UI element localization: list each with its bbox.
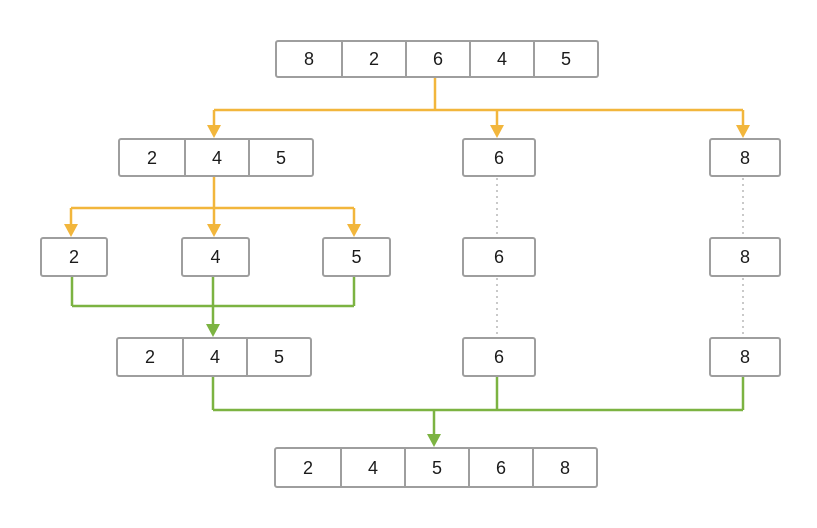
array-cell: 8: [739, 147, 750, 168]
merge-arrowhead-icon: [206, 324, 220, 337]
array-node-leaf-8: 8: [709, 237, 781, 277]
array-cell: 2: [144, 347, 155, 367]
array-cell: 2: [341, 42, 405, 76]
split-arrowhead-icon: [207, 125, 221, 138]
array-cell: 4: [340, 449, 404, 486]
array-node-leaf-5: 5: [322, 237, 391, 277]
array-cell: 4: [469, 42, 533, 76]
array-cell: 6: [493, 347, 504, 367]
array-cell: 2: [302, 457, 313, 478]
array-cell: 6: [468, 449, 532, 486]
array-cell: 5: [533, 42, 597, 76]
array-cell: 4: [184, 140, 248, 175]
split-arrowhead-icon: [736, 125, 750, 138]
array-cell: 2: [146, 147, 157, 168]
array-node-partition-mid: 6: [462, 138, 536, 177]
array-cell: 5: [246, 339, 310, 375]
array-cell: 6: [493, 147, 504, 168]
array-node-partition-right: 8: [709, 138, 781, 177]
array-cell: 5: [248, 140, 312, 175]
split-arrowhead-icon: [207, 224, 221, 237]
array-cell: 8: [739, 347, 750, 367]
array-node-leaf-2: 2: [40, 237, 108, 277]
array-node-leaf-4: 4: [181, 237, 250, 277]
array-cell: 4: [210, 247, 221, 267]
array-cell: 8: [532, 449, 596, 486]
array-cell: 6: [493, 247, 504, 267]
array-cell: 8: [739, 247, 750, 267]
split-arrowhead-icon: [347, 224, 361, 237]
merge-arrowhead-icon: [427, 434, 441, 447]
array-cell: 2: [68, 247, 79, 267]
array-node-leaf-6: 6: [462, 237, 536, 277]
array-cell: 5: [351, 247, 362, 267]
array-node-merged-mid: 6: [462, 337, 536, 377]
array-cell: 4: [182, 339, 246, 375]
split-arrowhead-icon: [490, 125, 504, 138]
split-arrowhead-icon: [64, 224, 78, 237]
array-node-merged-right: 8: [709, 337, 781, 377]
array-cell: 8: [303, 49, 314, 69]
array-cell: 6: [405, 42, 469, 76]
array-cell: 5: [404, 449, 468, 486]
